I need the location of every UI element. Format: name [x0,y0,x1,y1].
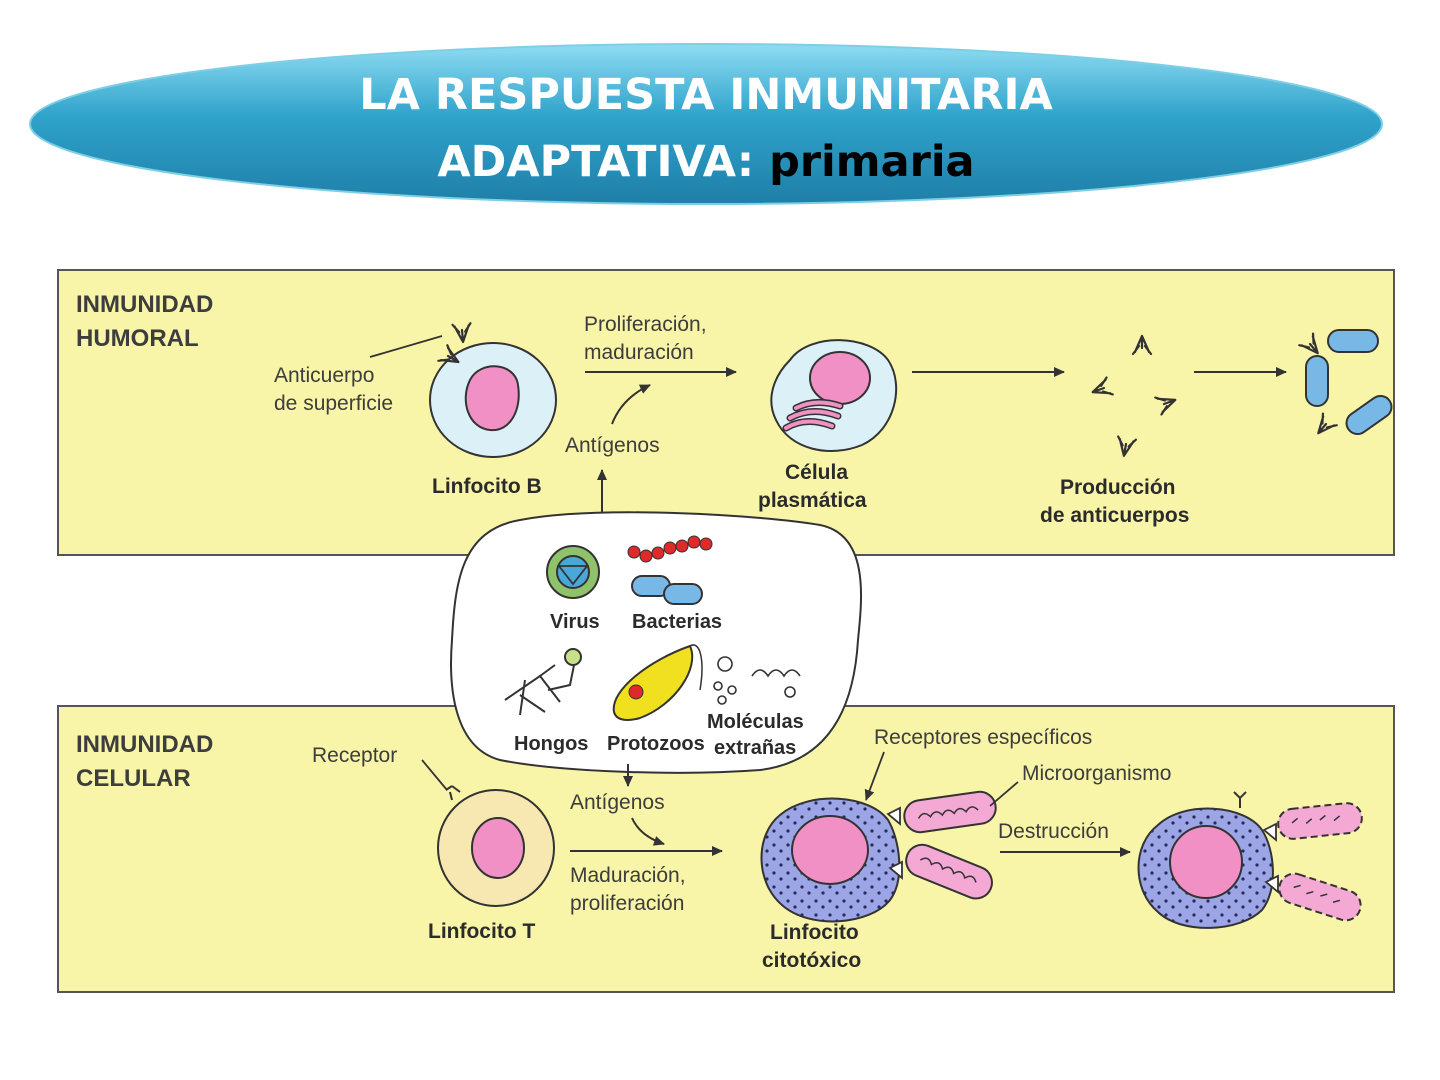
title-emphasis: primaria [769,137,975,187]
microorganisms [903,790,997,900]
page-title: LA RESPUESTA INMUNITARIA ADAPTATIVA: pri… [0,62,1412,196]
antibody-production-label-1: Producción [1060,476,1176,499]
plasma-cell [770,339,898,452]
b-lymphocyte [429,322,557,458]
proliferation-label-1: Proliferación, [584,313,707,336]
proliferation-label-2: maduración [584,341,694,364]
bacteria-icon [627,535,713,605]
humoral-heading-2: HUMORAL [76,325,199,352]
microorganism-label: Microorganismo [1022,762,1171,785]
virus-icon [546,545,600,599]
fungi-icon [504,648,582,716]
neutralized-bacteria [1298,329,1393,441]
humoral-panel [57,269,1395,556]
cellular-heading-2: CELULAR [76,765,191,792]
cytotoxic-lymphocyte [760,797,903,923]
t-lymphocyte [437,785,555,907]
maturation-label-2: proliferación [570,892,684,915]
cytotoxic-lymphocyte-label-1: Linfocito [770,921,859,944]
foreign-molecules-label-1: Moléculas [707,711,804,733]
microorganism-pointer [989,781,1019,807]
bacteria-label: Bacterias [632,611,722,633]
antigens-label-cellular: Antígenos [570,791,665,814]
b-lymphocyte-label: Linfocito B [432,475,542,498]
humoral-heading-1: INMUNIDAD [76,291,213,318]
cellular-heading-1: INMUNIDAD [76,731,213,758]
title-line-2-main: ADAPTATIVA: [437,137,755,187]
surface-antibody-pointer [369,335,443,358]
title-line-2: ADAPTATIVA: primaria [0,129,1412,196]
receptor-label: Receptor [312,744,397,767]
fungi-label: Hongos [514,733,588,755]
maturation-label-1: Maduración, [570,864,686,887]
title-banner [28,40,1384,208]
antigen-curve-arrow-cellular [631,817,665,846]
cytotoxic-lymphocyte-label-2: citotóxico [762,949,861,972]
plasma-cell-label-1: Célula [785,461,848,484]
title-line-1: LA RESPUESTA INMUNITARIA [359,70,1053,120]
destroyed-microorganisms [1277,802,1363,922]
virus-label: Virus [550,611,600,633]
t-lymphocyte-label: Linfocito T [428,920,535,943]
foreign-molecules-icon [713,656,801,705]
title-ellipse [29,43,1383,205]
specific-receptors-pointer [864,751,885,801]
destruction-label: Destrucción [998,820,1109,843]
antigens-label-humoral: Antígenos [565,434,660,457]
surface-antibody-label-1: Anticuerpo [274,364,374,387]
cytotoxic-lymphocyte-after [1137,791,1279,929]
protozoa-label: Protozoos [607,733,705,755]
protozoa-icon [612,644,703,721]
specific-receptors-label: Receptores específicos [874,726,1092,749]
foreign-molecules-label-2: extrañas [714,737,796,759]
plasma-cell-label-2: plasmática [758,489,867,512]
receptor-pointer [421,759,448,791]
surface-antibody-label-2: de superficie [274,392,393,415]
antibody-production-label-2: de anticuerpos [1040,504,1189,527]
antigen-curve-arrow-humoral [611,384,651,425]
